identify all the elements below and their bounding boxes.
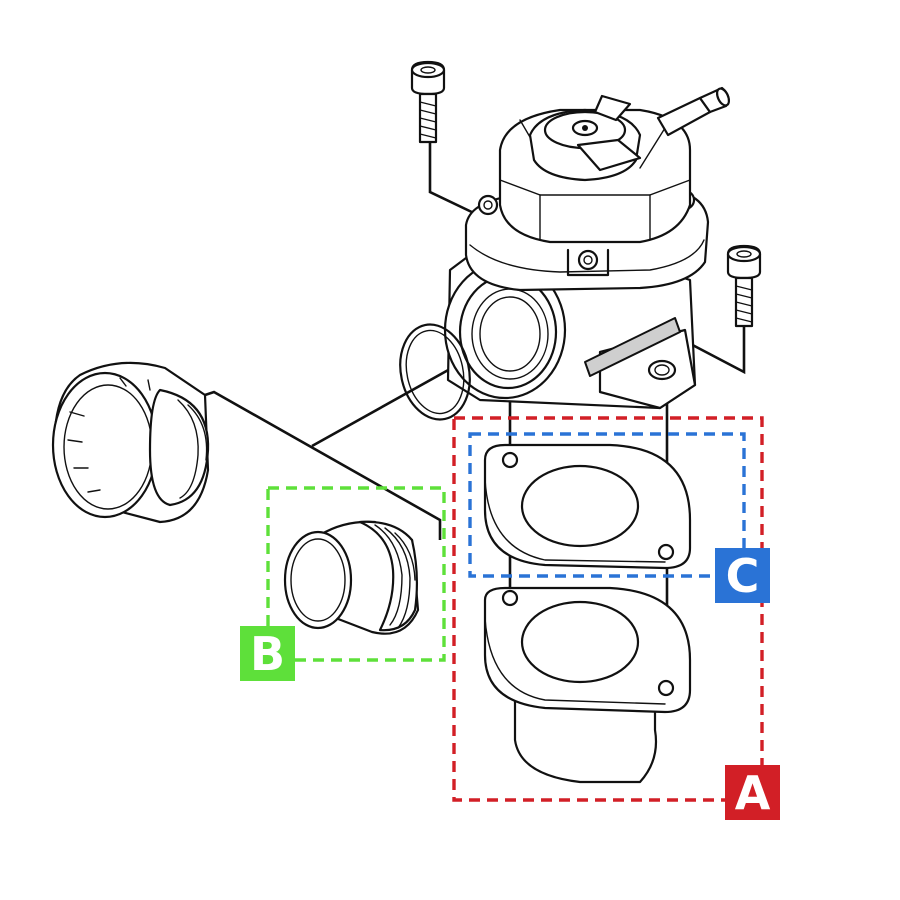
right-bolt — [726, 244, 762, 328]
group-a-box — [452, 416, 764, 802]
label-c: C — [726, 549, 760, 603]
label-b: B — [250, 627, 285, 681]
o-ring — [399, 323, 471, 421]
flange-gasket — [483, 443, 692, 570]
badge-c: C — [715, 548, 770, 603]
leader-right-bolt — [682, 325, 746, 375]
badge-b: B — [240, 626, 295, 681]
label-a: A — [735, 766, 771, 820]
group-c-box — [468, 432, 746, 578]
badge-a: A — [725, 765, 780, 820]
recirc-fitting — [283, 520, 420, 635]
leader-top-bolt — [428, 140, 479, 217]
vent-cap — [51, 361, 210, 524]
top-bolt — [410, 60, 446, 144]
blow-off-valve-body — [443, 86, 731, 410]
group-b-box — [266, 486, 446, 662]
flange-adapter — [483, 586, 692, 784]
leader-cap — [204, 390, 442, 540]
